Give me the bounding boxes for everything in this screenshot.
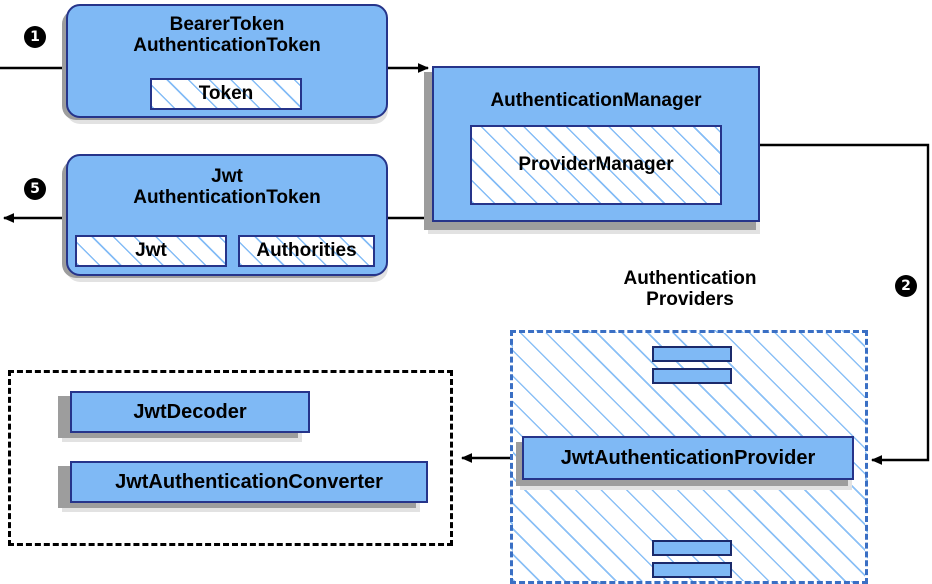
node-jwt-authentication-provider[interactable]: JwtAuthenticationProvider	[522, 436, 854, 480]
bearer-token-title-line2: AuthenticationToken	[133, 35, 321, 57]
inner-box-provider-manager: ProviderManager	[470, 125, 722, 205]
authentication-manager-title: AuthenticationManager	[490, 90, 702, 111]
provider-placeholder-bar-1	[652, 346, 732, 362]
provider-placeholder-bar-3	[652, 540, 732, 556]
step-badge-5: 5	[24, 178, 46, 200]
inner-box-authorities: Authorities	[238, 235, 375, 267]
jwt-token-title-line1: Jwt	[211, 166, 243, 187]
authentication-providers-label-line1: Authentication	[623, 268, 757, 289]
inner-box-jwt: Jwt	[75, 235, 227, 267]
bearer-token-title-line1: BearerToken	[169, 14, 285, 35]
node-bearer-token-authentication-token[interactable]: BearerToken AuthenticationToken	[66, 4, 388, 118]
step-badge-1: 1	[24, 26, 46, 48]
step-badge-2: 2	[895, 275, 917, 297]
node-jwt-decoder[interactable]: JwtDecoder	[70, 391, 310, 433]
jwt-token-title-line2: AuthenticationToken	[133, 187, 321, 209]
authentication-providers-label: Authentication Providers	[565, 268, 815, 311]
provider-placeholder-bar-2	[652, 368, 732, 384]
inner-box-token: Token	[150, 78, 302, 110]
node-jwt-authentication-converter[interactable]: JwtAuthenticationConverter	[70, 461, 428, 503]
provider-placeholder-bar-4	[652, 562, 732, 578]
authentication-providers-label-line2: Providers	[646, 289, 734, 311]
